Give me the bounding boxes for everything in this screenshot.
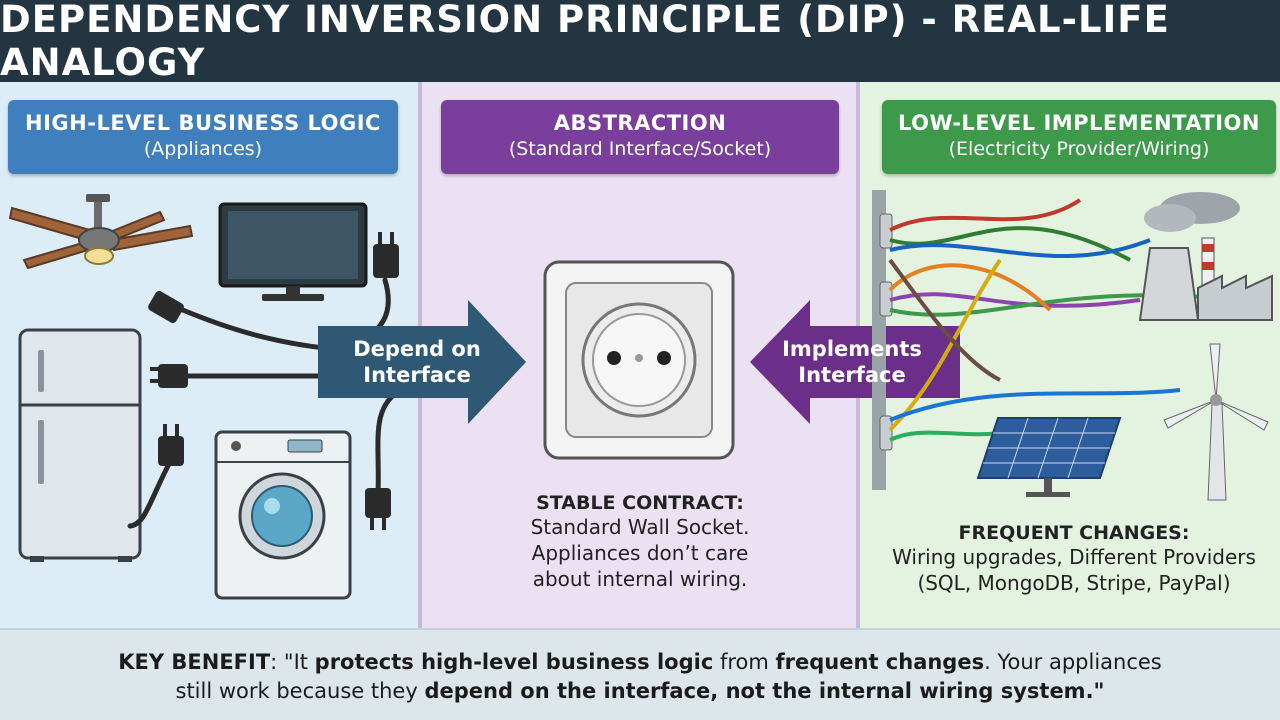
- plug-icon: [148, 232, 399, 530]
- frequent-changes-title: FREQUENT CHANGES:: [958, 522, 1190, 544]
- key-benefit-line2: still work because they depend on the in…: [0, 677, 1280, 706]
- footer-bold-2: frequent changes: [775, 650, 985, 674]
- solar-panel-icon: [976, 417, 1122, 497]
- tv-icon: [218, 202, 368, 301]
- implements-arrow-label: Implements Interface: [782, 336, 922, 388]
- high-level-heading: HIGH-LEVEL BUSINESS LOGIC: [25, 111, 381, 135]
- abstraction-subheading: (Standard Interface/Socket): [508, 138, 772, 160]
- abstraction-header: ABSTRACTION (Standard Interface/Socket): [441, 100, 839, 174]
- washing-machine-icon: [214, 430, 352, 600]
- low-level-heading: LOW-LEVEL IMPLEMENTATION: [898, 111, 1260, 135]
- stable-contract-line1: Standard Wall Socket.: [530, 515, 750, 539]
- depend-arrow-line2: Interface: [363, 363, 471, 387]
- wall-box: [872, 190, 893, 490]
- implements-arrow-line1: Implements: [782, 337, 922, 361]
- ceiling-fan-icon: [8, 194, 194, 270]
- depend-arrow-line1: Depend on: [353, 337, 481, 361]
- wall-socket-icon: [543, 260, 735, 460]
- implements-arrow: [750, 300, 960, 424]
- depend-arrow-label: Depend on Interface: [352, 336, 482, 388]
- key-benefit-label: KEY BENEFIT: [118, 650, 271, 674]
- implements-arrow-line2: Interface: [798, 363, 906, 387]
- frequent-changes-line1: Wiring upgrades, Different Providers: [892, 545, 1256, 569]
- footer-bold-1: protects high-level business logic: [314, 650, 714, 674]
- power-plant-icon: [1138, 192, 1273, 321]
- key-benefit-line1: KEY BENEFIT: "It protects high-level bus…: [0, 648, 1280, 677]
- frequent-changes-line2: (SQL, MongoDB, Stripe, PayPal): [917, 571, 1231, 595]
- frequent-changes-caption: FREQUENT CHANGES: Wiring upgrades, Diffe…: [872, 522, 1276, 596]
- stable-contract-line3: about internal wiring.: [532, 567, 748, 591]
- page-title: DEPENDENCY INVERSION PRINCIPLE (DIP) - R…: [0, 0, 1280, 84]
- low-level-header: LOW-LEVEL IMPLEMENTATION (Electricity Pr…: [882, 100, 1276, 174]
- stable-contract-line2: Appliances don’t care: [531, 541, 749, 565]
- stable-contract-caption: STABLE CONTRACT: Standard Wall Socket. A…: [470, 492, 810, 592]
- abstraction-heading: ABSTRACTION: [553, 111, 727, 135]
- depend-arrow: [318, 300, 526, 424]
- footer-text-2: from: [713, 650, 776, 674]
- footer-text-3: . Your appliances: [984, 650, 1162, 674]
- stable-contract-title: STABLE CONTRACT:: [536, 492, 744, 514]
- refrigerator-icon: [18, 328, 142, 562]
- high-level-subheading: (Appliances): [143, 138, 263, 160]
- footer-text-1: : "It: [270, 650, 315, 674]
- high-level-header: HIGH-LEVEL BUSINESS LOGIC (Appliances): [8, 100, 398, 174]
- footer-bold-3: depend on the interface, not the interna…: [424, 679, 1105, 703]
- low-level-subheading: (Electricity Provider/Wiring): [948, 138, 1210, 160]
- footer-text-4: still work because they: [175, 679, 425, 703]
- key-benefit-footer: KEY BENEFIT: "It protects high-level bus…: [0, 628, 1280, 720]
- wind-turbine-icon: [1163, 343, 1269, 501]
